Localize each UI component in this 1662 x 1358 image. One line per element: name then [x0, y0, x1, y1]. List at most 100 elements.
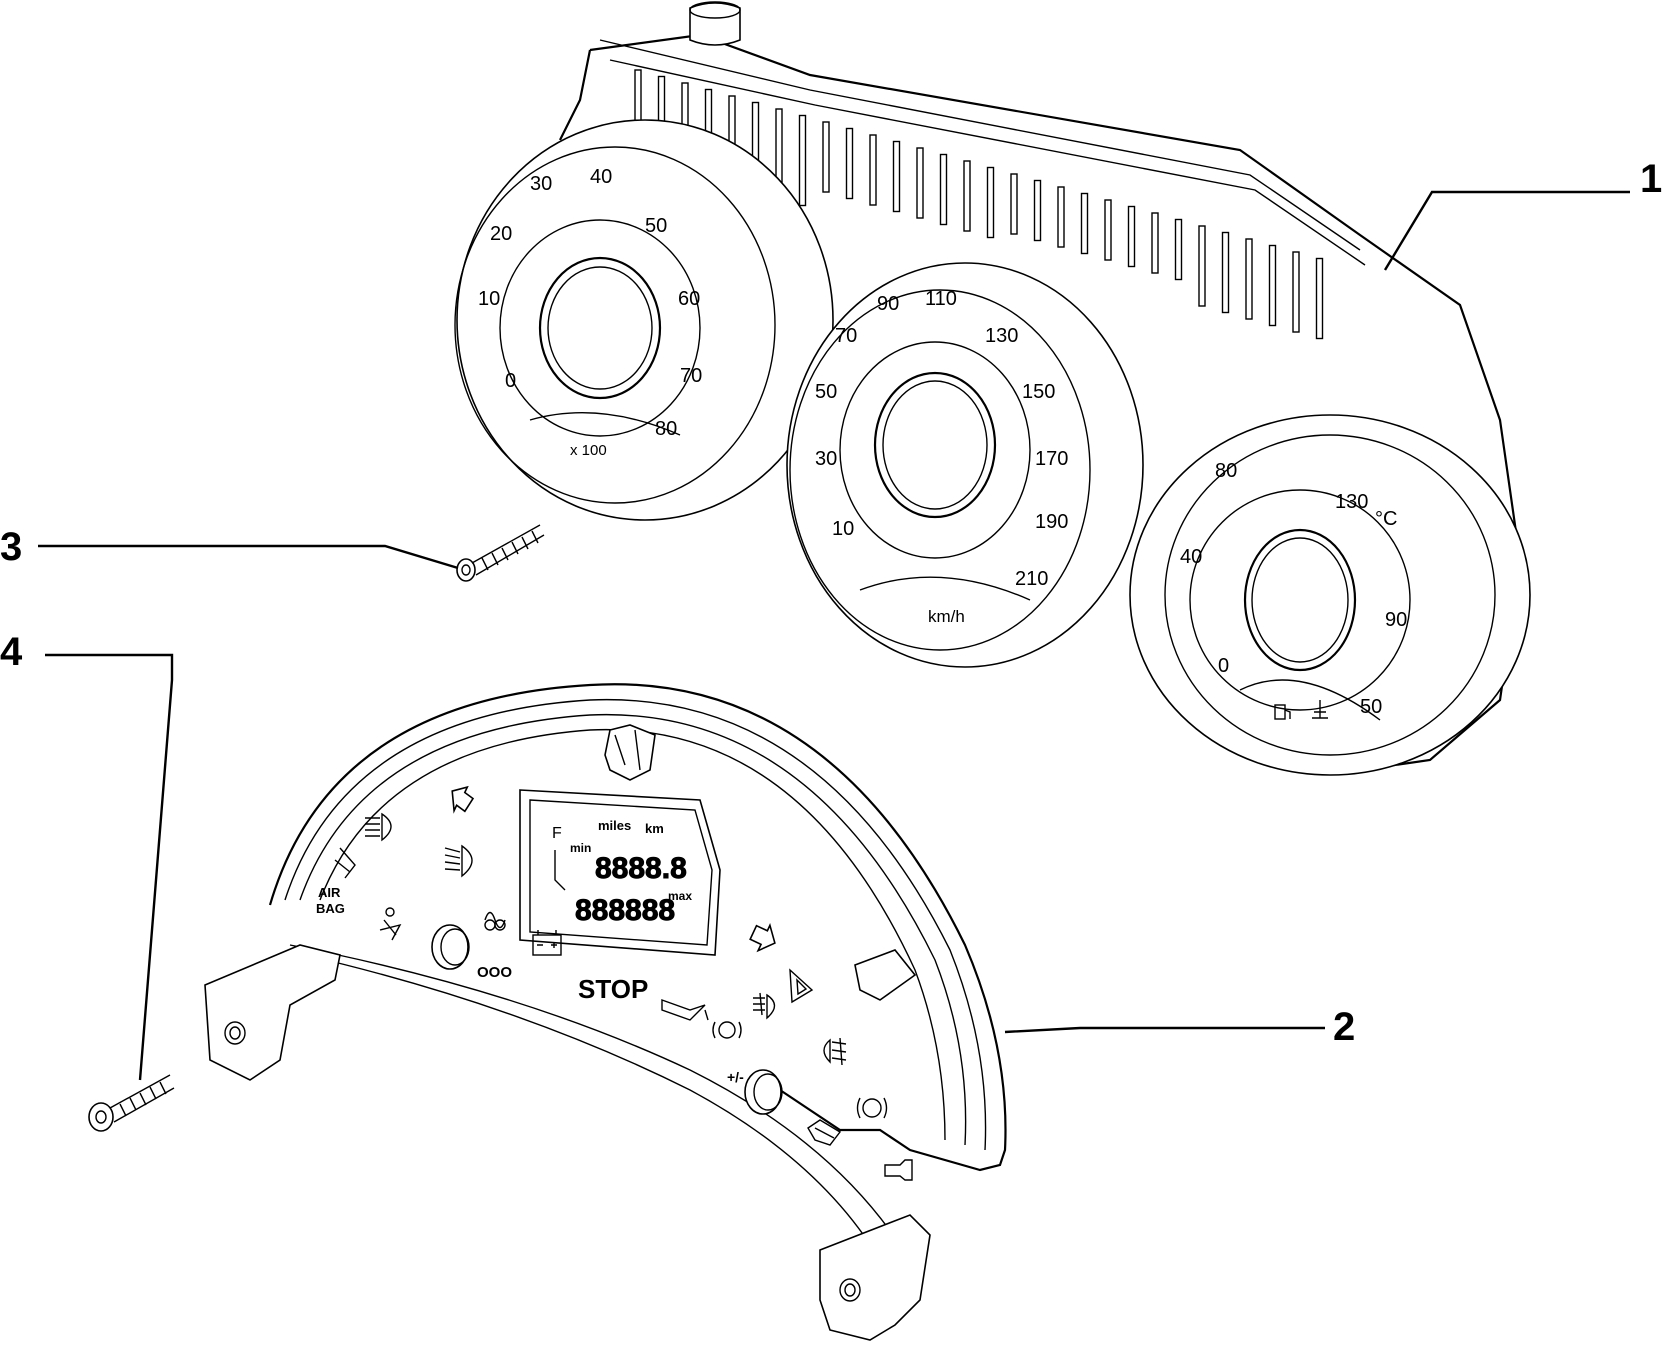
cooling-fin: [1127, 205, 1136, 268]
callout-4: 4: [0, 630, 174, 1081]
speed-number: 70: [835, 325, 857, 347]
tachometer: 0 10 20 30 40 50 60 70 80 x 100: [454, 119, 834, 521]
callout-1: 1: [1383, 157, 1662, 271]
speed-number: 170: [1035, 448, 1068, 470]
cooling-fin: [916, 147, 924, 219]
oil-icon: [661, 999, 709, 1021]
fog-light-icon: [753, 992, 776, 1020]
display-panel: F miles km min 8888.8 max 888888 AIR BAG…: [204, 683, 1007, 1341]
screw-long: [88, 1074, 175, 1132]
stop-label: STOP: [578, 974, 648, 1004]
airbag-label-2: BAG: [316, 901, 345, 916]
side-clip: [854, 949, 917, 1001]
glow-plug-icon: [484, 911, 506, 931]
knob-left[interactable]: [431, 924, 470, 970]
battery-icon: [532, 930, 562, 956]
tach-number: 30: [530, 173, 552, 195]
cooling-fin: [1104, 199, 1112, 261]
lcd-digits-top: 8888.8: [595, 852, 687, 885]
left-arrow-icon: [451, 785, 475, 814]
coolant-icon: [1312, 700, 1328, 719]
cooling-fin: [1292, 251, 1300, 333]
temp-number: 80: [1215, 460, 1237, 482]
mounting-bracket-right: [819, 1214, 931, 1341]
callout-4-label: 4: [0, 630, 23, 674]
seatbelt-icon: [379, 907, 402, 941]
seatbelt-warning-icon: [334, 847, 356, 879]
tach-number: 20: [490, 223, 512, 245]
cooling-fin: [822, 121, 830, 193]
knob-right[interactable]: [744, 1069, 783, 1115]
cooling-fin: [1080, 192, 1089, 255]
high-beam-icon: [365, 812, 392, 842]
temp-number: 50: [1360, 696, 1382, 718]
speed-unit: km/h: [928, 607, 965, 626]
speed-number: 90: [877, 293, 899, 315]
cooling-fins: [634, 69, 1324, 340]
cooling-fin: [892, 140, 901, 213]
speed-number: 50: [815, 381, 837, 403]
temp-fuel-gauge: 40 80 130 0 50 90 °C: [1129, 414, 1531, 776]
mounting-post-left: [689, 1, 741, 46]
tach-number: 80: [655, 418, 677, 440]
tach-unit: x 100: [570, 442, 607, 459]
callout-2-label: 2: [1333, 1005, 1355, 1049]
tach-number: 50: [645, 215, 667, 237]
cooling-fin: [1315, 257, 1324, 340]
ooo-label: OOO: [477, 964, 512, 981]
engine-icon: [884, 1159, 913, 1181]
cooling-fin: [986, 166, 995, 239]
lcd-digits-bottom: 888888: [575, 894, 675, 927]
airbag-label-1: AIR: [318, 885, 341, 900]
tach-number: 60: [678, 288, 700, 310]
steering-icon: [807, 1119, 842, 1146]
top-clip: [604, 724, 656, 781]
speed-number: 130: [985, 325, 1018, 347]
temp-unit: °C: [1375, 508, 1397, 530]
cooling-fin: [1221, 231, 1230, 314]
cooling-fin: [1174, 218, 1183, 281]
callout-2: 2: [1004, 1005, 1355, 1049]
temp-number: 130: [1335, 491, 1368, 513]
speed-number: 210: [1015, 568, 1048, 590]
speed-number: 30: [815, 448, 837, 470]
brake-icon: [712, 1021, 742, 1039]
mounting-bracket-left: [204, 944, 341, 1081]
cooling-fin: [798, 114, 807, 207]
fuel-icon: [1274, 704, 1291, 720]
abs-icon: [856, 1097, 888, 1119]
right-arrow-icon: [749, 923, 776, 953]
tach-number: 40: [590, 166, 612, 188]
lcd-miles: miles: [598, 818, 631, 833]
speed-number: 150: [1022, 381, 1055, 403]
plus-minus-label: +/-: [727, 1069, 744, 1085]
lcd-min: min: [570, 841, 591, 855]
screw-small: [456, 524, 545, 582]
tach-number: 70: [680, 365, 702, 387]
lcd-km: km: [645, 821, 664, 836]
rear-fog-icon: [823, 1037, 847, 1066]
tach-number: 0: [505, 370, 516, 392]
cooling-fin: [1057, 186, 1065, 248]
temp-number: 0: [1218, 655, 1229, 677]
temp-number: 90: [1385, 609, 1407, 631]
low-beam-icon: [444, 844, 473, 878]
tach-number: 10: [478, 288, 500, 310]
callout-3-label: 3: [0, 525, 22, 569]
hazard-icon: [789, 968, 814, 1004]
lcd-max: max: [668, 889, 692, 903]
cooling-fin: [1245, 238, 1253, 320]
cooling-fin: [1151, 212, 1159, 274]
callout-1-label: 1: [1640, 157, 1662, 201]
speed-number: 190: [1035, 511, 1068, 533]
cooling-fin: [869, 134, 877, 206]
cooling-fin: [939, 153, 948, 226]
cooling-fin: [845, 127, 854, 200]
cooling-fin: [1198, 225, 1206, 307]
temp-number: 40: [1180, 546, 1202, 568]
cooling-fin: [1268, 244, 1277, 327]
speed-number: 10: [832, 518, 854, 540]
